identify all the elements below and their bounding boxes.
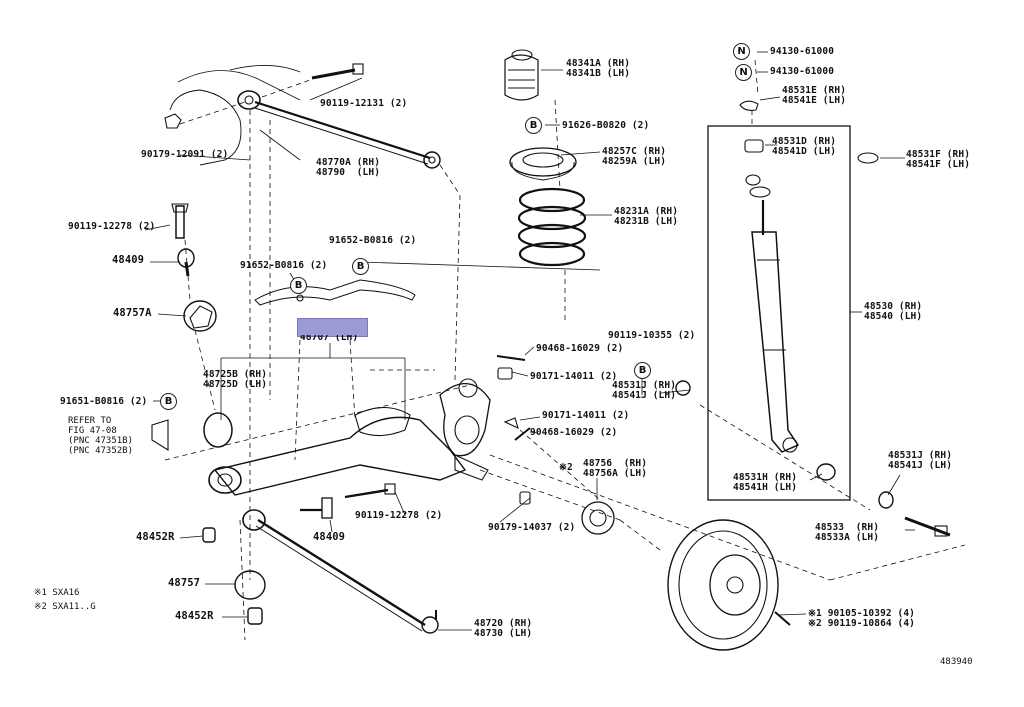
part-label-48452R-b[interactable]: 48452R	[175, 610, 214, 622]
part-label-48531H[interactable]: 48531H (RH) 48541H (LH)	[733, 472, 798, 493]
part-label-90119-12278b[interactable]: 90119-12278 (2)	[355, 510, 443, 521]
marker-n-94130b: N	[735, 64, 752, 81]
marker-n-94130a: N	[733, 43, 750, 60]
part-label-48257[interactable]: 48257C (RH) 48259A (LH)	[602, 146, 667, 167]
part-label-94130b[interactable]: 94130-61000	[770, 66, 835, 77]
part-label-90119-10355[interactable]: 90119-10355 (2)	[608, 330, 696, 341]
part-label-90468a[interactable]: 90468-16029 (2)	[536, 343, 624, 354]
footnote-2: ※2 SXA11..G	[34, 602, 96, 612]
part-label-48452R-a[interactable]: 48452R	[136, 531, 175, 543]
part-label-48770[interactable]: 48770A (RH) 48790 (LH)	[316, 157, 381, 178]
part-label-48756-prefix: ※2	[559, 462, 573, 473]
refer-note[interactable]: REFER TO FIG 47-08 (PNC 47351B) (PNC 473…	[68, 416, 134, 456]
part-label-48409a[interactable]: 48409	[112, 254, 145, 266]
part-label-48757[interactable]: 48757	[168, 577, 201, 589]
part-label-48531J-mid[interactable]: 48531J (RH) 48541J (LH)	[612, 380, 677, 401]
marker-b-90119-10355: B	[634, 362, 651, 379]
part-label-48531F[interactable]: 48531F (RH) 48541F (LH)	[906, 149, 971, 170]
part-label-90468b[interactable]: 90468-16029 (2)	[530, 427, 618, 438]
part-label-48725[interactable]: 48725B (RH) 48725D (LH)	[203, 369, 268, 390]
part-label-48756[interactable]: 48756 (RH) 48756A (LH)	[583, 458, 648, 479]
part-label-91652a[interactable]: 91652-B0816 (2)	[240, 260, 328, 271]
part-label-91651[interactable]: 91651-B0816 (2)	[60, 396, 148, 407]
marker-b-91626: B	[525, 117, 542, 134]
marker-b-91652b: B	[352, 258, 369, 275]
highlighted-part-marker[interactable]	[297, 318, 368, 337]
part-label-90119-12278a[interactable]: 90119-12278 (2)	[68, 221, 156, 232]
part-label-48531D[interactable]: 48531D (RH) 48541D (LH)	[772, 136, 837, 157]
part-label-90119-12131[interactable]: 90119-12131 (2)	[320, 98, 408, 109]
part-label-90171b[interactable]: 90171-14011 (2)	[542, 410, 630, 421]
part-label-48533[interactable]: 48533 (RH) 48533A (LH)	[815, 522, 880, 543]
part-label-91652b[interactable]: 91652-B0816 (2)	[329, 235, 417, 246]
part-label-48720[interactable]: 48720 (RH) 48730 (LH)	[474, 618, 533, 639]
part-label-48531J-right[interactable]: 48531J (RH) 48541J (LH)	[888, 450, 953, 471]
part-label-91626[interactable]: 91626-B0820 (2)	[562, 120, 650, 131]
part-label-48231[interactable]: 48231A (RH) 48231B (LH)	[614, 206, 679, 227]
part-label-48757A[interactable]: 48757A	[113, 307, 152, 319]
footnote-1: ※1 SXA16	[34, 588, 80, 598]
diagram-code: 483940	[940, 657, 973, 667]
part-label-48531E[interactable]: 48531E (RH) 48541E (LH)	[782, 85, 847, 106]
part-label-90179-14037[interactable]: 90179-14037 (2)	[488, 522, 576, 533]
part-label-48341[interactable]: 48341A (RH) 48341B (LH)	[566, 58, 631, 79]
part-label-94130a[interactable]: 94130-61000	[770, 46, 835, 57]
part-label-90105[interactable]: ※1 90105-10392 (4) ※2 90119-10864 (4)	[808, 608, 915, 629]
marker-b-91651: B	[160, 393, 177, 410]
part-label-48409b[interactable]: 48409	[313, 531, 346, 543]
part-label-48530[interactable]: 48530 (RH) 48540 (LH)	[864, 301, 923, 322]
part-label-90179-12091[interactable]: 90179-12091 (2)	[141, 149, 229, 160]
part-label-48707[interactable]: 48707 (LH)	[300, 332, 359, 343]
marker-b-91652a: B	[290, 277, 307, 294]
part-label-90171a[interactable]: 90171-14011 (2)	[530, 371, 618, 382]
